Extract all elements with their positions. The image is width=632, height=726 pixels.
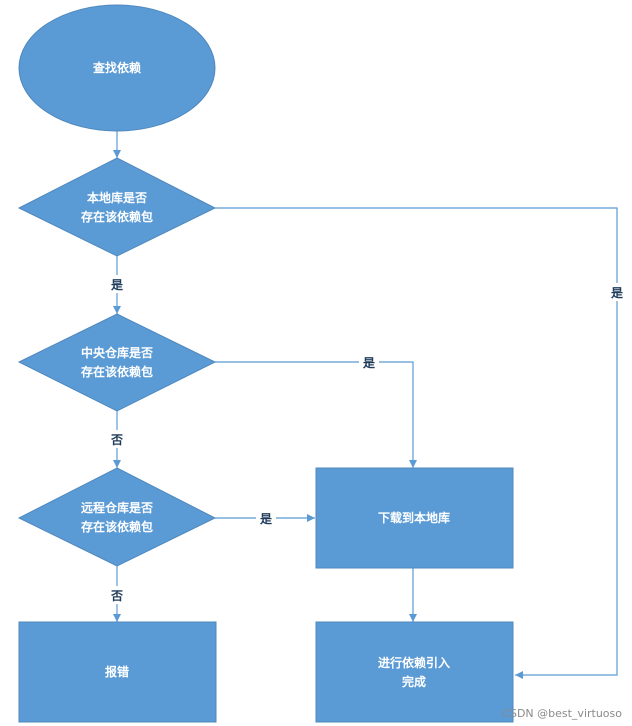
decision-local-repo: 本地库是否 存在该依赖包: [17, 157, 217, 257]
svg-text:中央仓库是否: 中央仓库是否: [81, 345, 153, 360]
edge-label-remote-yes: 是: [259, 512, 273, 526]
svg-text:查找依赖: 查找依赖: [92, 60, 141, 75]
watermark: CSDN @best_virtuoso: [502, 707, 622, 720]
svg-text:本地库是否: 本地库是否: [87, 190, 147, 205]
svg-text:远程仓库是否: 远程仓库是否: [81, 500, 153, 515]
start-node: 查找依赖: [18, 4, 216, 132]
decision-remote-repo: 远程仓库是否 存在该依赖包: [17, 467, 217, 567]
edge-label-central-yes: 是: [362, 356, 376, 370]
svg-text:存在该依赖包: 存在该依赖包: [80, 209, 153, 224]
svg-text:完成: 完成: [402, 674, 426, 689]
process-done: 进行依赖引入 完成: [315, 621, 514, 723]
edge-label-central-no: 否: [110, 433, 123, 447]
edge-central-yes-to-download: [215, 361, 417, 468]
svg-text:存在该依赖包: 存在该依赖包: [80, 519, 153, 534]
svg-text:进行依赖引入: 进行依赖引入: [378, 655, 450, 670]
decision-central-repo: 中央仓库是否 存在该依赖包: [17, 313, 217, 412]
edge-local-yes-to-done: [215, 207, 618, 679]
edge-label-local-to-central: 是: [110, 278, 124, 292]
edge-label-local-yes: 是: [610, 286, 624, 300]
svg-text:存在该依赖包: 存在该依赖包: [80, 364, 153, 379]
svg-text:报错: 报错: [105, 664, 129, 679]
process-error: 报错: [18, 621, 217, 723]
svg-text:下载到本地库: 下载到本地库: [378, 510, 450, 525]
edge-label-remote-no: 否: [110, 589, 123, 603]
process-download: 下载到本地库: [315, 467, 514, 569]
